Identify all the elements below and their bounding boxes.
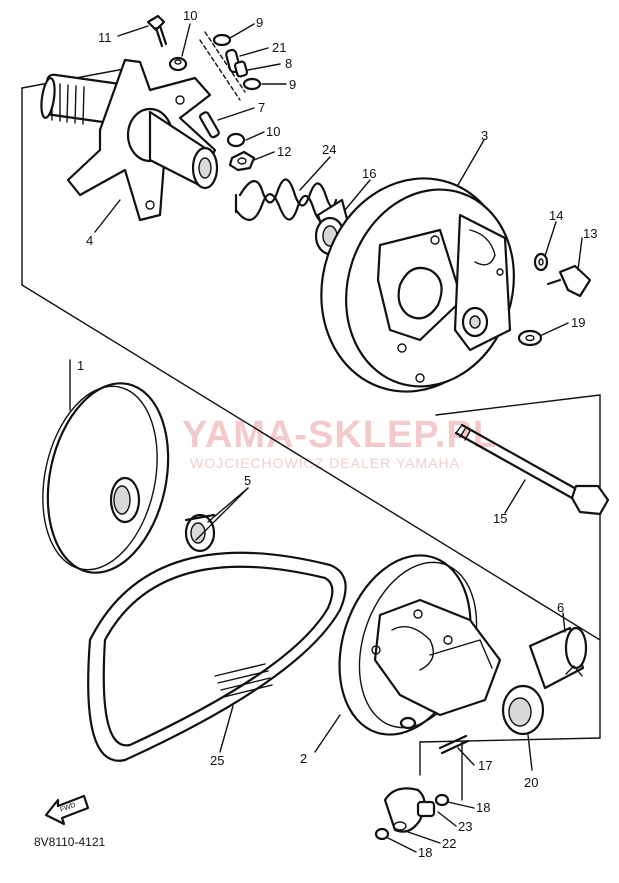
- callout-16: 16: [362, 166, 376, 181]
- callout-10: 10: [266, 124, 280, 139]
- watermark-title: YAMA-SKLEP.PL: [182, 414, 497, 456]
- callout-12: 12: [277, 144, 291, 159]
- diagram-code: 8V8110-4121: [34, 835, 106, 849]
- callout-1: 1: [77, 358, 84, 373]
- callout-21: 21: [272, 40, 286, 55]
- callout-13: 13: [583, 226, 597, 241]
- watermark: YAMA-SKLEP.PL WOJCIECHOWICZ DEALER YAMAH…: [75, 395, 497, 485]
- callout-18: 18: [418, 845, 432, 860]
- weight-assembly: [374, 734, 470, 841]
- callout-8: 8: [285, 56, 292, 71]
- fixed-sheave-hub: [40, 58, 219, 222]
- assembly-frame: [21, 65, 601, 801]
- callout-14: 14: [549, 208, 563, 223]
- callout-23: 23: [458, 819, 472, 834]
- sheave-cap: [320, 177, 515, 393]
- callout-19: 19: [571, 315, 585, 330]
- seal-ring: [501, 684, 545, 736]
- callout-22: 22: [442, 836, 456, 851]
- callout-11: 11: [98, 30, 112, 45]
- spring: [234, 178, 338, 223]
- callout-3: 3: [481, 128, 488, 143]
- long-bolt: [454, 423, 610, 516]
- watermark-subtitle: WOJCIECHOWICZ DEALER YAMAHA: [190, 455, 460, 471]
- cap-hardware: [517, 252, 592, 347]
- slider-bushing: [184, 513, 216, 553]
- callout-9: 9: [256, 15, 263, 30]
- callout-6: 6: [557, 600, 564, 615]
- callout-15: 15: [493, 511, 507, 526]
- callout-4: 4: [86, 233, 93, 248]
- leader-lines: [94, 23, 583, 853]
- fwd-arrow-icon: FWD: [44, 794, 90, 826]
- callout-20: 20: [524, 775, 538, 790]
- callout-2: 2: [300, 751, 307, 766]
- v-belt: [87, 551, 347, 762]
- top-hardware: [146, 14, 262, 172]
- movable-sheave: [338, 554, 502, 736]
- callout-7: 7: [258, 100, 265, 115]
- callout-9: 9: [289, 77, 296, 92]
- bushing: [314, 198, 354, 256]
- fixed-sheave-disk: [42, 382, 170, 574]
- callout-10: 10: [183, 8, 197, 23]
- callout-25: 25: [210, 753, 224, 768]
- callout-17: 17: [478, 758, 492, 773]
- callout-5: 5: [244, 473, 251, 488]
- callout-labels: 11 10 9 21 8 9 7 10 12 24 16 3 4 14 13 1…: [77, 8, 597, 860]
- callout-18: 18: [476, 800, 490, 815]
- collar: [528, 626, 588, 690]
- callout-24: 24: [322, 142, 336, 157]
